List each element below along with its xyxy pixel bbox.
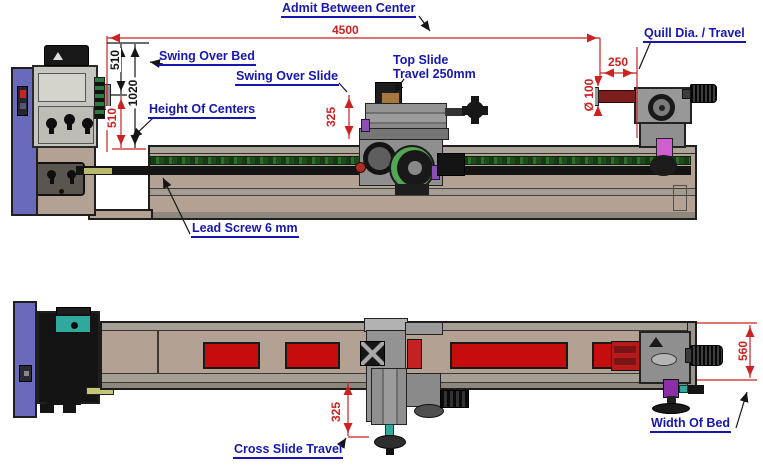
label-height-of-centers: Height Of Centers — [148, 102, 257, 119]
t-handle-bar — [652, 403, 690, 414]
bed-gap-red — [285, 342, 340, 369]
dim-560: 560 — [736, 338, 750, 364]
gear-cover — [32, 65, 98, 148]
knurled-knob-plan — [690, 345, 723, 366]
keyhole-bolt — [67, 170, 76, 184]
bed-foot-flange — [88, 209, 153, 220]
clamp-wheel — [650, 155, 677, 176]
knob-connector-plan — [685, 348, 692, 363]
label-swing-over-slide: Swing Over Slide — [235, 69, 340, 86]
quill-stripe — [614, 346, 636, 353]
label-top-slide-travel: Top Slide Travel 250mm — [392, 53, 477, 82]
purple-knob — [361, 119, 370, 132]
clamp-black-bit — [688, 385, 704, 394]
gear-icon — [82, 118, 93, 134]
keyhole-bolt — [47, 170, 56, 184]
quill-plan — [611, 341, 640, 371]
red-stop-plan — [407, 339, 422, 369]
stand-cabinet-plan — [13, 301, 37, 418]
tailstock-handwheel — [648, 94, 675, 121]
dim-510-upper: 510 — [108, 47, 122, 73]
handwheel-stem — [386, 448, 394, 455]
motor-bolt — [71, 322, 78, 329]
label-top-slide-line2: Travel 250mm — [393, 67, 476, 81]
panel-dot — [59, 189, 64, 194]
quill-stripe — [614, 358, 636, 365]
indicator-light — [20, 103, 26, 109]
top-slide-block — [365, 103, 447, 129]
handwheel-flange — [462, 96, 488, 124]
quill — [595, 90, 636, 103]
saddle-shelf-plan — [405, 322, 443, 335]
label-cross-slide-travel: Cross Slide Travel — [233, 442, 344, 459]
label-top-slide-line1: Top Slide — [393, 53, 449, 67]
bed-gap-red — [203, 342, 260, 369]
cross-slide-handwheel — [374, 435, 406, 449]
apron-wheel-plan — [414, 404, 444, 418]
bed-bottom-band — [150, 212, 695, 218]
gear-icon — [46, 118, 57, 134]
dim-250: 250 — [606, 55, 631, 69]
foot — [40, 404, 54, 413]
dim-4500: 4500 — [330, 23, 361, 37]
label-quill-dia-travel: Quill Dia. / Travel — [643, 26, 746, 43]
motor-plan — [54, 314, 92, 334]
label-admit-between-center: Admit Between Center — [281, 1, 417, 18]
handwheel-hub — [659, 105, 665, 111]
apron-underplate — [395, 184, 429, 195]
apron-plan — [406, 373, 441, 407]
label-width-of-bed: Width Of Bed — [650, 416, 732, 433]
red-knob — [355, 162, 366, 173]
indicator-light — [20, 90, 26, 98]
label-swing-over-bed: Swing Over Bed — [158, 49, 256, 66]
dim-quill-dia: Ø 100 — [582, 76, 596, 114]
bed-divider-line — [157, 331, 159, 382]
knurled-knob — [690, 84, 717, 103]
clamp-green-bit — [679, 385, 688, 393]
foot — [63, 404, 76, 413]
clamp-block-plan — [360, 341, 385, 366]
bed-end-notch — [673, 185, 687, 211]
dim-510-lower: 510 — [105, 105, 119, 131]
body-boss — [651, 353, 677, 366]
gear-cover-window-top — [38, 73, 86, 102]
apron-gearbox — [437, 153, 465, 176]
dim-1020: 1020 — [126, 77, 140, 109]
motor-side — [44, 45, 89, 66]
t-handle-stem — [667, 396, 676, 406]
feed-motor-plan — [440, 390, 469, 408]
gear-cover-window-bottom — [38, 106, 94, 144]
dim-325-plan: 325 — [329, 399, 343, 425]
gear-icon — [64, 114, 75, 130]
control-box-plan — [19, 365, 32, 382]
tailstock-body-plan — [639, 331, 691, 384]
bed-gap-red — [450, 342, 568, 369]
knob-connector — [682, 89, 691, 99]
label-lead-screw: Lead Screw 6 mm — [191, 221, 299, 238]
headstock-foot-box — [47, 387, 81, 405]
flange-hub — [466, 101, 484, 119]
body-wedge — [649, 337, 663, 347]
wheel-hub — [408, 161, 422, 175]
control-box — [17, 86, 28, 116]
dim-325-side: 325 — [324, 104, 338, 130]
feed-shaft-stub — [445, 108, 465, 116]
panel-dot — [24, 371, 29, 376]
motor-logo-icon — [53, 52, 63, 60]
shaft-coupling — [84, 167, 112, 174]
black-wheel — [397, 150, 433, 186]
cross-slide-plan — [371, 368, 407, 425]
